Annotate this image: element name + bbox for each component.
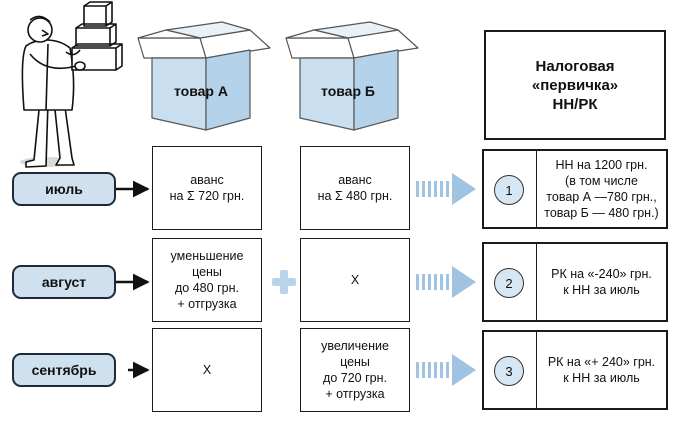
dotted-arrow-icon-3 <box>416 354 476 386</box>
cell-september-product-a: Х <box>152 328 262 412</box>
cell-september-product-b: увеличение цены до 720 грн. + отгрузка <box>300 328 410 412</box>
doc-number-badge-1: 1 <box>494 175 524 205</box>
doc-text-3: РК на «+ 240» грн. к НН за июль <box>536 332 666 408</box>
month-label-august: август <box>12 265 116 299</box>
doc-number-badge-2: 2 <box>494 268 524 298</box>
open-cardboard-box-icon-a <box>137 21 271 131</box>
dotted-arrow-icon-2 <box>416 266 476 298</box>
plus-icon <box>272 270 296 294</box>
product-b-label: товар Б <box>321 83 375 99</box>
cell-august-product-b: Х <box>300 238 410 322</box>
cell-july-product-a: аванс на Σ 720 грн. <box>152 146 262 230</box>
tax-doc-row-2: 2 РК на «-240» грн. к НН за июль <box>482 242 668 322</box>
dotted-arrow-icon-1 <box>416 173 476 205</box>
doc-number-badge-3: 3 <box>494 356 524 386</box>
tax-doc-row-3: 3 РК на «+ 240» грн. к НН за июль <box>482 330 668 410</box>
doc-text-2: РК на «-240» грн. к НН за июль <box>536 244 666 320</box>
man-carrying-boxes-icon <box>20 1 123 168</box>
month-label-july: июль <box>12 172 116 206</box>
product-a-label: товар А <box>174 83 228 99</box>
tax-document-header: Налоговая «первичка» НН/РК <box>484 30 666 140</box>
open-cardboard-box-icon-b <box>285 21 419 131</box>
month-label-september: сентябрь <box>12 353 116 387</box>
cell-august-product-a: уменьшение цены до 480 грн. + отгрузка <box>152 238 262 322</box>
doc-text-1: НН на 1200 грн. (в том числе товар А —78… <box>536 151 666 227</box>
cell-july-product-b: аванс на Σ 480 грн. <box>300 146 410 230</box>
tax-doc-row-1: 1 НН на 1200 грн. (в том числе товар А —… <box>482 149 668 229</box>
